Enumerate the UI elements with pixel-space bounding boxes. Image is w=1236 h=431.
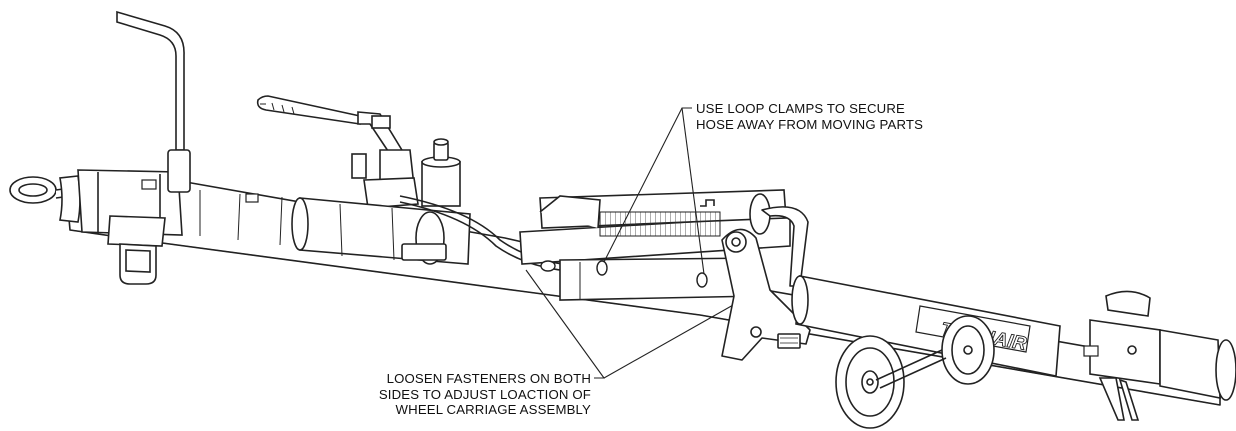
fastener-callout-line-3: WHEEL CARRIAGE ASSEMBLY bbox=[395, 402, 591, 417]
loop-clamps bbox=[540, 260, 708, 288]
hydraulic-cylinder bbox=[291, 197, 471, 265]
axle bbox=[875, 349, 947, 389]
stand-bracket bbox=[107, 215, 166, 285]
vertical-handle bbox=[116, 10, 191, 193]
rear-end-fitting bbox=[1089, 290, 1236, 421]
fastener-callout-line-2: SIDES TO ADJUST LOACTION OF bbox=[378, 386, 591, 402]
loop-clamp-leaders bbox=[603, 107, 705, 275]
tube-clamps bbox=[141, 179, 1099, 357]
front-wheel bbox=[835, 335, 905, 429]
fastener-callout: LOOSEN FASTENERS ON BOTH SIDES TO ADJUST… bbox=[291, 371, 591, 418]
wheel-carriage-frame bbox=[721, 206, 811, 361]
hydraulic-pump bbox=[256, 95, 461, 209]
loop-clamp-callout: USE LOOP CLAMPS TO SECURE HOSE AWAY FROM… bbox=[696, 101, 923, 132]
loop-clamp-callout-line-2: HOSE AWAY FROM MOVING PARTS bbox=[696, 116, 924, 132]
fastener-callout-line-1: LOOSEN FASTENERS ON BOTH bbox=[386, 371, 591, 386]
spring-actuator bbox=[519, 189, 791, 301]
fastener-leaders bbox=[525, 269, 743, 379]
rear-wheel bbox=[941, 315, 995, 385]
loop-clamp-callout-line-1: USE LOOP CLAMPS TO SECURE bbox=[696, 101, 905, 116]
